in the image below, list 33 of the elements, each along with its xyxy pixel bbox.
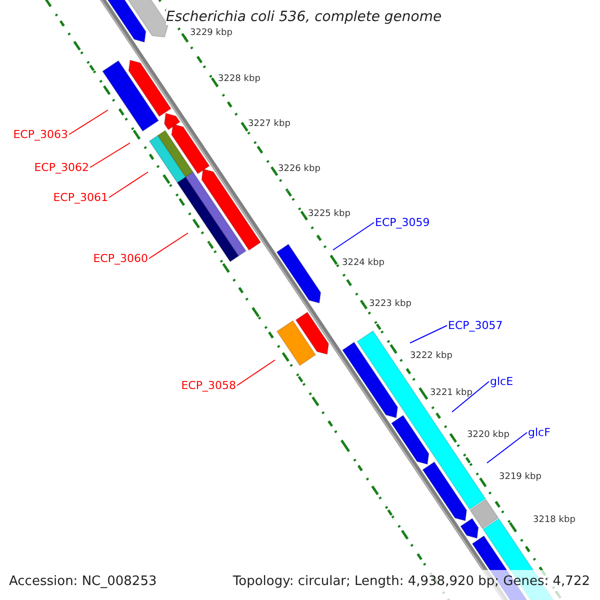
leader-line [236,360,276,386]
gene-label: glcF [528,426,550,439]
scale-label: 3226 kbp [278,164,320,174]
scale-label: 3227 kbp [248,119,290,129]
summary-text: Topology: circular; Length: 4,938,920 bp; Genes: 4,722 [232,574,590,589]
scale-label: 3225 kbp [308,209,350,219]
gene-label: ECP_3063 [13,128,68,141]
gene-label: ECP_3057 [448,319,503,332]
leader-line [452,381,490,412]
leader-line [332,222,374,250]
scale-label: 3224 kbp [342,258,384,268]
gene-label: ECP_3061 [53,191,108,204]
gene-label: ECP_3058 [181,379,236,392]
leader-line [410,325,448,344]
leader-line [90,142,130,168]
scale-label: 3228 kbp [218,74,260,84]
scale-label: 3222 kbp [410,351,452,361]
leader-line [486,432,528,464]
accession-text: Accession: NC_008253 [9,574,157,589]
scale-label: 3219 kbp [499,472,542,482]
gene-label: ECP_3062 [34,161,89,174]
title: Escherichia coli 536, complete genome [166,9,442,25]
gene-label: glcE [490,375,514,388]
gene-label: ECP_3060 [93,252,148,265]
scale-label: 3221 kbp [430,388,472,398]
gene-label: ECP_3059 [375,216,430,229]
scale-label: 3220 kbp [467,430,510,440]
scale-label: 3229 kbp [190,28,232,38]
scale-label: 3223 kbp [369,299,412,309]
leader-line [68,110,108,135]
scale-label: 3218 kbp [533,515,576,525]
leader-line [108,172,148,198]
leader-line [148,232,188,259]
